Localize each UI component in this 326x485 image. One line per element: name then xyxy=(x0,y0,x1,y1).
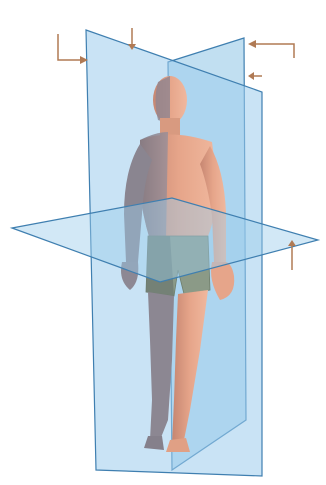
transverse-plane xyxy=(12,198,318,282)
pointer-top-right-arrowhead xyxy=(248,40,256,48)
pointer-top-right xyxy=(256,44,294,58)
pointer-mid-right-arrowhead xyxy=(248,72,254,80)
pointer-top-left xyxy=(58,34,80,60)
